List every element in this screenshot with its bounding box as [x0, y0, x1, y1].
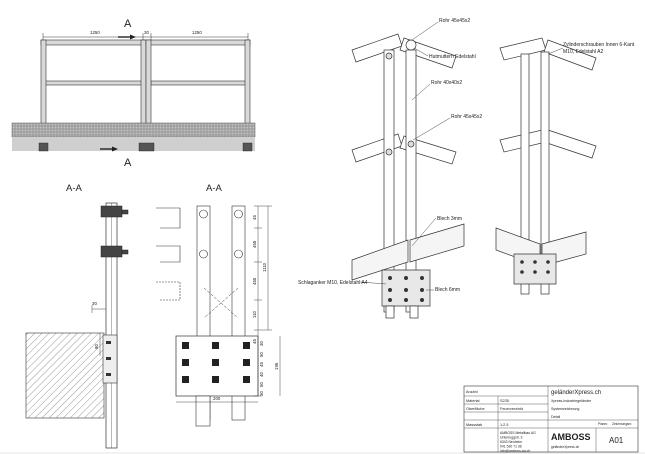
section-marker-top: A [124, 18, 132, 30]
tb-email: info@amboss-ag.ch [500, 449, 530, 453]
iso-view-secondary [495, 37, 597, 295]
iso-view-main [351, 33, 465, 319]
front-dimension-line [42, 33, 249, 41]
label-blech-3: Blech 3mm [437, 216, 462, 222]
label-schlaganker: Schlaganker M10, Edelstahl A4 [298, 280, 368, 286]
tb-desc-3: Detail [551, 415, 560, 419]
dim-p-4: 50 [259, 382, 264, 387]
section-marker-bottom: A [124, 157, 132, 169]
tb-brand-sub: geländerXpress.ch [551, 445, 579, 449]
dim-p-3: 40 [259, 372, 264, 377]
dim-200: 200 [213, 396, 221, 401]
dim-v-4: 110 [252, 310, 257, 318]
dim-195: 195 [274, 362, 279, 370]
tb-oberflaeche-value: Feuerverzinkt [500, 407, 524, 411]
dim-v-5: 45 [252, 339, 257, 344]
tb-city: 6343 Neuheim [500, 440, 522, 444]
label-rohr-mid: Rohr 40x40x2 [431, 80, 462, 86]
front-view: 1250 30 1250 A [11, 18, 256, 169]
tb-plan-label: Plannr. [598, 422, 608, 426]
label-hutmuttern: Hutmuttern Edelstahl [429, 54, 476, 60]
floor-slab [12, 137, 255, 151]
dim-v-1: 455 [252, 240, 257, 248]
tb-massstab-value: 1:2.5 [500, 423, 508, 427]
section-view-right: A-A [156, 183, 281, 427]
label-blech-6: Blech 6mm [435, 287, 460, 293]
floor-grating [11, 122, 256, 138]
tb-phone: 041 530 71 36 [500, 445, 522, 449]
tb-street: Unterruggstr. 3 [500, 436, 523, 440]
tb-brand-logo: AMBOSS [551, 432, 591, 442]
section-left-dim-30: 30 [92, 301, 97, 306]
dim-v-2: 1110 [262, 262, 267, 272]
tb-oberflaeche-label: Oberfläche [466, 407, 485, 411]
title-block [463, 385, 639, 453]
tb-desc-1: Xpress-Industriegeländer [551, 399, 592, 403]
label-rohr-top: Rohr 45x45x2 [439, 18, 470, 24]
front-dim-right: 1250 [192, 30, 202, 35]
section-right-bolts [182, 342, 250, 383]
tb-anzahl-label: Anzahl [466, 390, 478, 394]
tb-material-value: S235 [500, 399, 509, 403]
section-left-dim-80: 80 [94, 344, 99, 349]
tb-company: AMBOSS Metallbau AG [500, 431, 536, 435]
section-view-left: A-A 30 80 [25, 183, 129, 449]
section-left-clamps [100, 205, 129, 258]
tb-index-label: Zeichnungsnr. [612, 422, 632, 426]
dim-p-0: 30 [259, 341, 264, 346]
label-rohr-45: Rohr 45x45x2 [451, 114, 482, 120]
front-anchor-plates [38, 142, 253, 152]
section-right-rails [156, 207, 181, 301]
tb-desc-2: Systemzeichnung [551, 407, 579, 411]
label-zylinder-2: M10, Edelstahl A2 [563, 49, 604, 55]
tb-drawing-no: A01 [609, 436, 624, 445]
dim-v-0: 45 [252, 215, 257, 220]
front-dim-left: 1250 [90, 30, 100, 35]
section-left-post [105, 202, 118, 449]
dim-v-3: 455 [252, 277, 257, 285]
tb-material-label: Material [466, 399, 480, 403]
dim-p-1: 50 [259, 352, 264, 357]
section-title-right: A-A [206, 183, 223, 194]
label-zylinder-1: Zylinderschrauben Innen 6-Kant [563, 42, 635, 48]
tb-site: geländerXpress.ch [551, 390, 601, 396]
section-title-left: A-A [66, 183, 83, 194]
concrete-slab [25, 332, 105, 419]
tb-massstab-label: Massstab [466, 423, 482, 427]
front-dim-gap: 30 [144, 30, 149, 35]
dim-p-5: 30 [259, 391, 264, 396]
dim-p-2: 45 [259, 362, 264, 367]
